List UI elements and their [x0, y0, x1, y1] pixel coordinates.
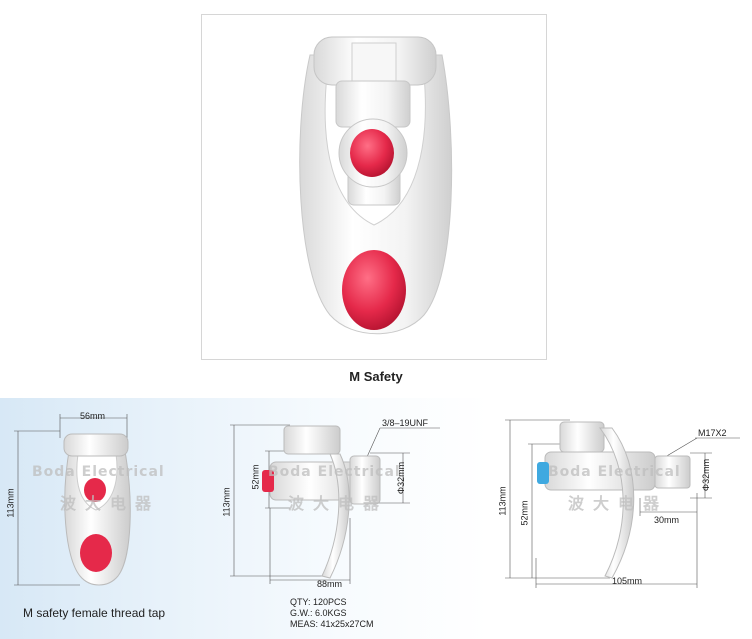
front-width-label: 56mm [80, 411, 106, 421]
side-depth-label: 88mm [317, 579, 343, 589]
product-title: M Safety [349, 369, 403, 384]
watermark-cn: 波大电器 [288, 494, 389, 513]
side-long-thread-label: M17X2 [698, 428, 727, 438]
packing-info: QTY: 120PCS G.W.: 6.0KGS MEAS: 41x25x27C… [290, 597, 374, 630]
product-photo-frame [201, 14, 547, 360]
side-height-label: 113mm [221, 487, 232, 517]
side-view-drawing [262, 425, 381, 579]
side-long-diameter-label: Φ32mm [701, 458, 712, 492]
side-inner-height-label: 52mm [250, 464, 261, 490]
side-thread-label: 3/8–19UNF [382, 418, 429, 428]
water-tap-image [299, 36, 453, 335]
watermark-cn: 波大电器 [568, 494, 669, 513]
watermark-text: Boda Electrical [268, 464, 401, 480]
watermark-cn: 波大电器 [60, 494, 161, 513]
side-long-length-label: 105mm [612, 576, 643, 586]
watermark-text: Boda Electrical [548, 464, 681, 480]
side-long-small-dim-label: 30mm [654, 515, 680, 525]
packing-qty: QTY: 120PCS [290, 597, 347, 607]
packing-meas: MEAS: 41x25x27CM [290, 619, 374, 629]
side-long-height-label: 113mm [497, 486, 508, 516]
watermark-text: Boda Electrical [32, 464, 165, 480]
side-long-inner-height-label: 52mm [519, 500, 530, 526]
spec-caption: M safety female thread tap [23, 606, 166, 620]
side-long-view-drawing [537, 421, 691, 579]
spec-drawings-panel: 56mm 113mm 3/8–19UNF 52mm 113mm Φ32mm 88… [0, 398, 752, 639]
packing-gw: G.W.: 6.0KGS [290, 608, 347, 618]
front-height-label: 113mm [5, 488, 16, 518]
technical-drawings [14, 414, 740, 588]
front-view-drawing [63, 433, 131, 586]
